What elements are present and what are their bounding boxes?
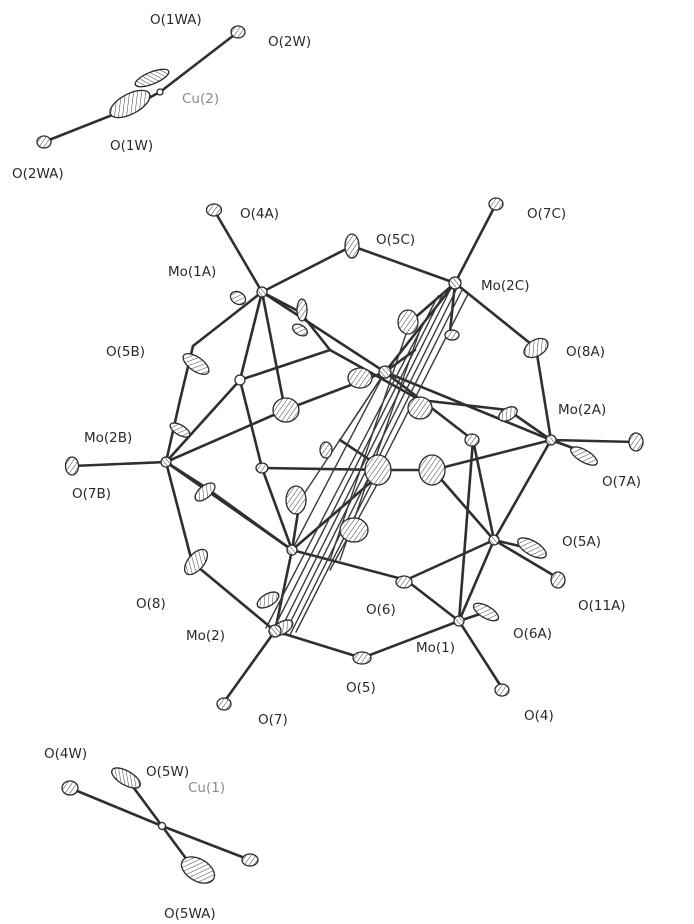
atom-cu1 [157, 821, 167, 831]
bond-cu1-o4wa [160, 824, 252, 862]
label-o4a: O(4A) [240, 206, 279, 222]
label-cu2: Cu(2) [182, 91, 219, 107]
label-o6a: O(6A) [513, 626, 552, 642]
atom-cu2 [156, 88, 164, 96]
atom-o-top-mid2 [291, 323, 309, 337]
atom-o7 [216, 697, 232, 711]
atom-o5b [182, 353, 210, 375]
inner-bonds [164, 281, 553, 633]
label-o5: O(5) [346, 680, 376, 696]
label-o5b: O(5B) [106, 344, 145, 360]
label-mo2b: Mo(2B) [84, 430, 132, 446]
atom-o-inner-small2 [319, 441, 333, 459]
bond-cu2-o2w [158, 30, 240, 94]
label-o4: O(4) [524, 708, 554, 724]
atom-o-inner-small3 [464, 433, 480, 447]
atom-o5c [344, 233, 360, 259]
label-o11a: O(11A) [578, 598, 626, 614]
atom-o-lower-left [285, 485, 307, 515]
atom-o-center-right [407, 396, 433, 420]
atom-o-center-left [272, 397, 300, 423]
atom-o6a [472, 602, 500, 622]
atom-o-mo2-adjacent [256, 591, 280, 609]
label-cu1: Cu(1) [188, 780, 225, 796]
label-o1w: O(1W) [110, 138, 153, 154]
label-o4w: O(4W) [44, 746, 87, 762]
label-mo1: Mo(1) [416, 640, 455, 656]
atom-o8 [183, 548, 209, 576]
atom-o7a [628, 432, 644, 452]
label-mo2: Mo(2) [186, 628, 225, 644]
label-o5w: O(5W) [146, 764, 189, 780]
atom-o5a [517, 537, 547, 559]
cu1-cluster: O(4W) O(5W) Cu(1) O(5WA) [44, 746, 259, 922]
label-o6: O(6) [366, 602, 396, 618]
atom-o5 [352, 651, 372, 665]
oxygen-atoms [64, 197, 644, 711]
atom-o-lower-center [339, 517, 369, 543]
atom-o11a [550, 571, 566, 589]
atom-o4 [494, 683, 510, 697]
atom-o-right-mid2 [498, 406, 518, 422]
atom-o-top-left [229, 290, 247, 306]
atom-o7b [64, 456, 80, 476]
atom-mo-inner-left [234, 374, 246, 386]
label-o7a: O(7A) [602, 474, 641, 490]
atom-o-left-mid [194, 482, 216, 502]
cu2-cluster: O(1WA) O(2W) Cu(2) O(1W) O(2WA) [12, 12, 311, 182]
atom-o-center [364, 454, 392, 486]
label-o7b: O(7B) [72, 486, 111, 502]
mo-atoms [160, 276, 557, 638]
label-mo2c: Mo(2C) [481, 278, 529, 294]
atom-o4a [205, 203, 223, 217]
label-o2w: O(2W) [268, 34, 311, 50]
anion-labels: O(4A) O(5C) O(7C) Mo(1A) Mo(2C) O(8A) O(… [72, 206, 641, 728]
label-mo1a: Mo(1A) [168, 264, 216, 280]
atom-o-top-mid [296, 298, 308, 322]
atom-o-top-right [397, 309, 419, 335]
label-o8: O(8) [136, 596, 166, 612]
anion-framework: O(4A) O(5C) O(7C) Mo(1A) Mo(2C) O(8A) O(… [64, 197, 644, 728]
label-o1wa: O(1WA) [150, 12, 202, 28]
atom-o7c [488, 197, 504, 211]
atom-o-inner-small1 [255, 462, 269, 474]
label-o7: O(7) [258, 712, 288, 728]
atom-o-right-mid [418, 454, 446, 486]
atom-o8a [523, 337, 549, 359]
outer-bonds [70, 202, 638, 704]
atom-o-right-upper [570, 446, 598, 466]
atom-o6 [395, 575, 413, 589]
atom-o-left-upper [169, 422, 191, 438]
label-o5a: O(5A) [562, 534, 601, 550]
atom-o-top-right2 [444, 329, 460, 341]
label-o2wa: O(2WA) [12, 166, 64, 182]
label-o5wa: O(5WA) [164, 906, 216, 922]
label-o8a: O(8A) [566, 344, 605, 360]
label-mo2a: Mo(2A) [558, 402, 606, 418]
bond-o4w-cu1 [68, 786, 164, 828]
atom-o-center-top [347, 367, 373, 389]
label-o5c: O(5C) [376, 232, 415, 248]
label-o7c: O(7C) [527, 206, 566, 222]
